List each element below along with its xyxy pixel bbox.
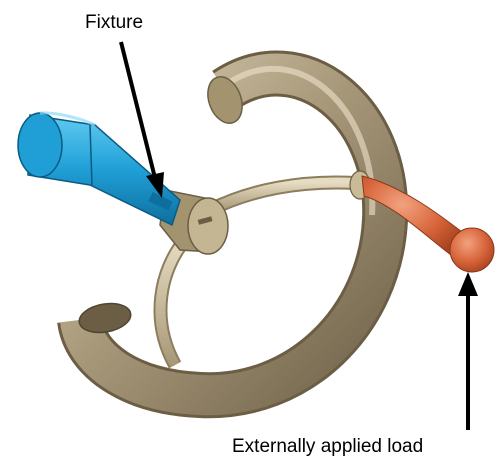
fixture-label: Fixture [85,13,143,32]
load-arrow [458,272,478,430]
fixture-cylinder [18,113,180,225]
torus-ring [77,69,385,395]
load-label: Externally applied load [232,437,423,456]
